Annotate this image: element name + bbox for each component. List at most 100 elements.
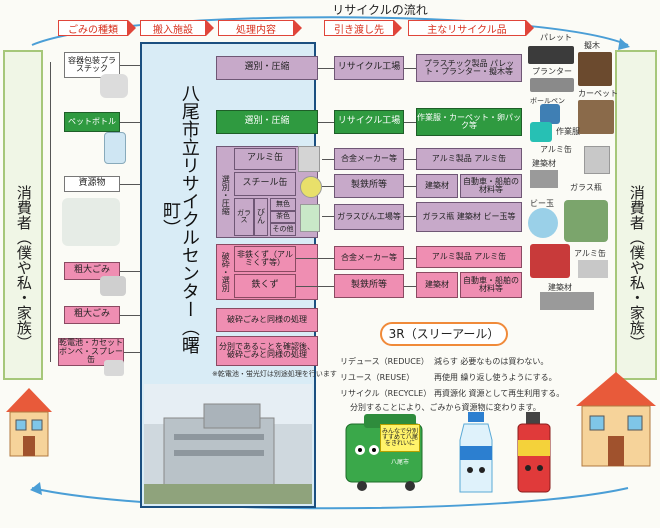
- step-facility: 搬入施設: [140, 20, 206, 36]
- carpet-icon: [578, 100, 614, 134]
- process-oversized: 破砕ごみと同様の処理: [216, 308, 318, 332]
- bottle-kind-other: その他: [270, 223, 296, 236]
- photo-label: プランター: [532, 67, 572, 76]
- product-plastic: プラスチック製品 パレット・プランター・擬木等: [416, 54, 522, 82]
- waste-resources: 資源物: [64, 176, 120, 192]
- connector-line: [404, 122, 416, 123]
- recipient-glass: ガラスびん工場等: [334, 204, 404, 230]
- process-iron: 鉄くず: [234, 274, 296, 298]
- pallet-icon: [528, 46, 574, 64]
- photo-label: ガラス瓶: [570, 183, 602, 192]
- three-r-reuse-text: 再使用 繰り返し使うようにする。: [434, 373, 557, 382]
- aluminum-product-icon: [578, 260, 608, 278]
- spray-can-mascot-icon: [517, 412, 551, 493]
- three-r-reuse-term: リユース（REUSE）: [340, 373, 415, 382]
- photo-label: アルミ缶: [574, 249, 606, 258]
- recipient-iron: 製鉄所等: [334, 274, 404, 298]
- planter-icon: [530, 78, 574, 92]
- photo-label: 建築材: [532, 159, 556, 168]
- consumer-left-panel: 消費者（僕や私・家族）: [3, 50, 43, 380]
- glass-bottle-icon: [564, 200, 608, 242]
- photo-label: カーペット: [578, 89, 618, 98]
- pet-bottle-mascot-icon: [459, 412, 493, 493]
- aluminum-can-icon: [584, 146, 610, 174]
- facility-photo-icon: [144, 384, 312, 504]
- photo-label: 建築材: [548, 283, 572, 292]
- photo-label: ビー玉: [530, 199, 554, 208]
- process-glass-label: ガラス: [234, 198, 254, 236]
- battery-icon: [104, 360, 124, 376]
- pen-icon: [540, 104, 560, 124]
- connector-line: [318, 68, 334, 69]
- plastic-waste-icon: [100, 74, 128, 98]
- process-crush-label: 破砕・選別: [221, 252, 231, 292]
- connector-line: [296, 258, 334, 259]
- steel-bale-icon: [300, 176, 322, 198]
- process-bottle: びん: [254, 198, 268, 236]
- recycle-center-label: 八尾市立リサイクルセンター（曙町）: [160, 84, 200, 354]
- step-arrow-icon: [394, 20, 402, 36]
- connector-line: [296, 286, 334, 287]
- photo-label: ボールペン: [530, 97, 565, 105]
- connector-line: [322, 216, 334, 217]
- waste-plastic: 容器包装プラスチック: [64, 52, 120, 78]
- connector-line: [120, 122, 140, 123]
- bottle-icon: [104, 132, 126, 164]
- marble-icon: [528, 208, 558, 238]
- product-nonferrous: アルミ製品 アルミ缶: [416, 246, 522, 268]
- photo-label: 作業服: [556, 127, 580, 136]
- three-r-title: 3R（スリーアール）: [380, 322, 508, 346]
- cart-brand: 八尾市: [390, 458, 409, 466]
- cart-slogan: みんなで分別すすめて八尾をきれいに: [380, 424, 420, 452]
- process-plastic: 選別・圧縮: [216, 56, 318, 80]
- photo-label: パレット: [540, 33, 572, 42]
- product-glass: ガラス瓶 建築材 ビー玉等: [416, 202, 522, 232]
- bottle-kind-brown: 茶色: [270, 211, 296, 223]
- aluminum-bale-icon: [298, 146, 320, 172]
- connector-line: [120, 184, 140, 185]
- process-pet: 選別・圧縮: [216, 110, 318, 134]
- recipient-plastic: リサイクル工場: [334, 56, 404, 80]
- connector-line: [120, 271, 140, 272]
- house-right-icon: [576, 372, 656, 467]
- connector-line: [404, 68, 416, 69]
- product-pet: 作業服・カーペット・卵パック等: [416, 108, 522, 136]
- connector-line: [322, 159, 334, 160]
- process-steel-can: スチール缶: [234, 172, 296, 196]
- product-iron-vehicle: 自動車・船舶の材料等: [460, 272, 522, 298]
- resources-icon: [62, 198, 120, 246]
- three-r-recycle-text: 再資源化 資源として再生利用する。: [434, 389, 565, 398]
- uniform-icon: [530, 122, 552, 142]
- step-waste-type: ごみの種類: [58, 20, 128, 36]
- connector-line: [404, 258, 416, 259]
- recipient-aluminum: 合金メーカー等: [334, 148, 404, 170]
- flow-title: リサイクルの流れ: [332, 2, 428, 17]
- three-r-recycle-term: リサイクル（RECYCLE）: [340, 389, 432, 398]
- consumer-right-label: 消費者（僕や私・家族）: [627, 184, 646, 350]
- process-note: ※乾電池・蛍光灯は別途処理を行います: [212, 370, 337, 378]
- photo-label: アルミ缶: [540, 145, 572, 154]
- process-sort-label: 選別・圧縮: [221, 175, 231, 215]
- process-nonferrous: 非鉄くず（アルミくず等）: [234, 246, 296, 272]
- house-left-icon: [6, 388, 52, 457]
- step-arrow-icon: [294, 20, 302, 36]
- consumer-left-label: 消費者（僕や私・家族）: [14, 184, 33, 350]
- connector-line: [404, 286, 416, 287]
- three-r-reduce-term: リデュース（REDUCE）: [340, 357, 429, 366]
- step-arrow-icon: [128, 20, 136, 36]
- waste-crushed: 粗大ごみ: [64, 262, 120, 280]
- recipient-nonferrous: 合金メーカー等: [334, 246, 404, 270]
- lumber-icon: [578, 52, 612, 86]
- steel-beam-icon: [530, 170, 558, 188]
- step-processing: 処理内容: [218, 20, 294, 36]
- bottle-kind-clear: 無色: [270, 198, 296, 211]
- recipient-pet: リサイクル工場: [334, 110, 404, 134]
- photo-label: 擬木: [584, 41, 600, 50]
- process-aluminum-can: アルミ缶: [234, 148, 296, 170]
- connector-line: [124, 352, 140, 353]
- connector-line: [50, 62, 51, 362]
- connector-line: [404, 216, 416, 217]
- connector-line: [120, 65, 140, 66]
- step-arrow-icon: [206, 20, 214, 36]
